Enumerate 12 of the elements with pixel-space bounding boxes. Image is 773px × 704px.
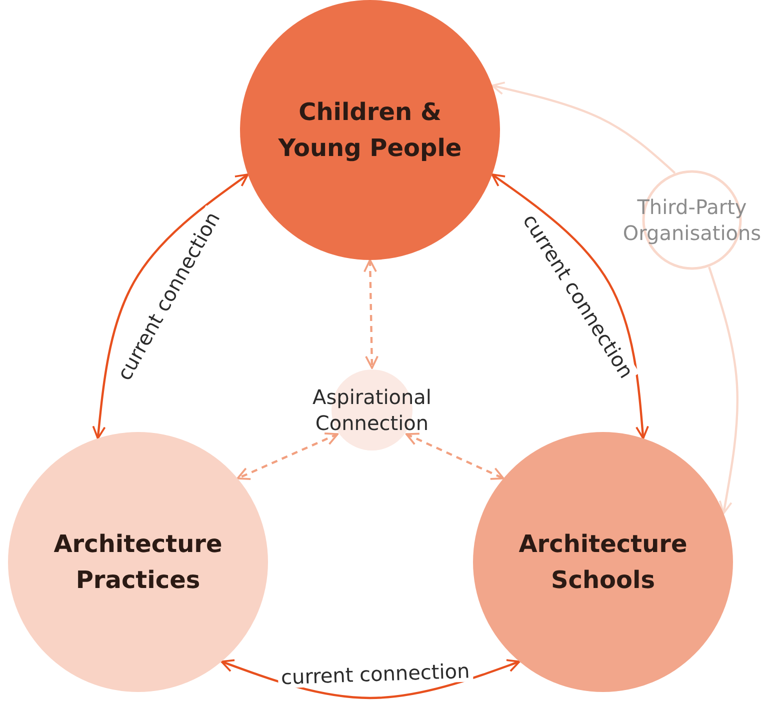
node-label: Children & Young People [277, 97, 463, 164]
node-label: Architecture Practices [52, 529, 224, 596]
node-label: Architecture Schools [518, 529, 688, 596]
arrow [708, 266, 738, 514]
double-arrow [363, 259, 379, 369]
node-label: Aspirational Connection [312, 384, 432, 436]
double-arrow [92, 174, 249, 440]
double-arrow [491, 174, 649, 440]
double-arrow [236, 432, 339, 480]
double-arrow [405, 432, 504, 480]
arrow [491, 82, 676, 174]
double-arrow [220, 659, 520, 700]
